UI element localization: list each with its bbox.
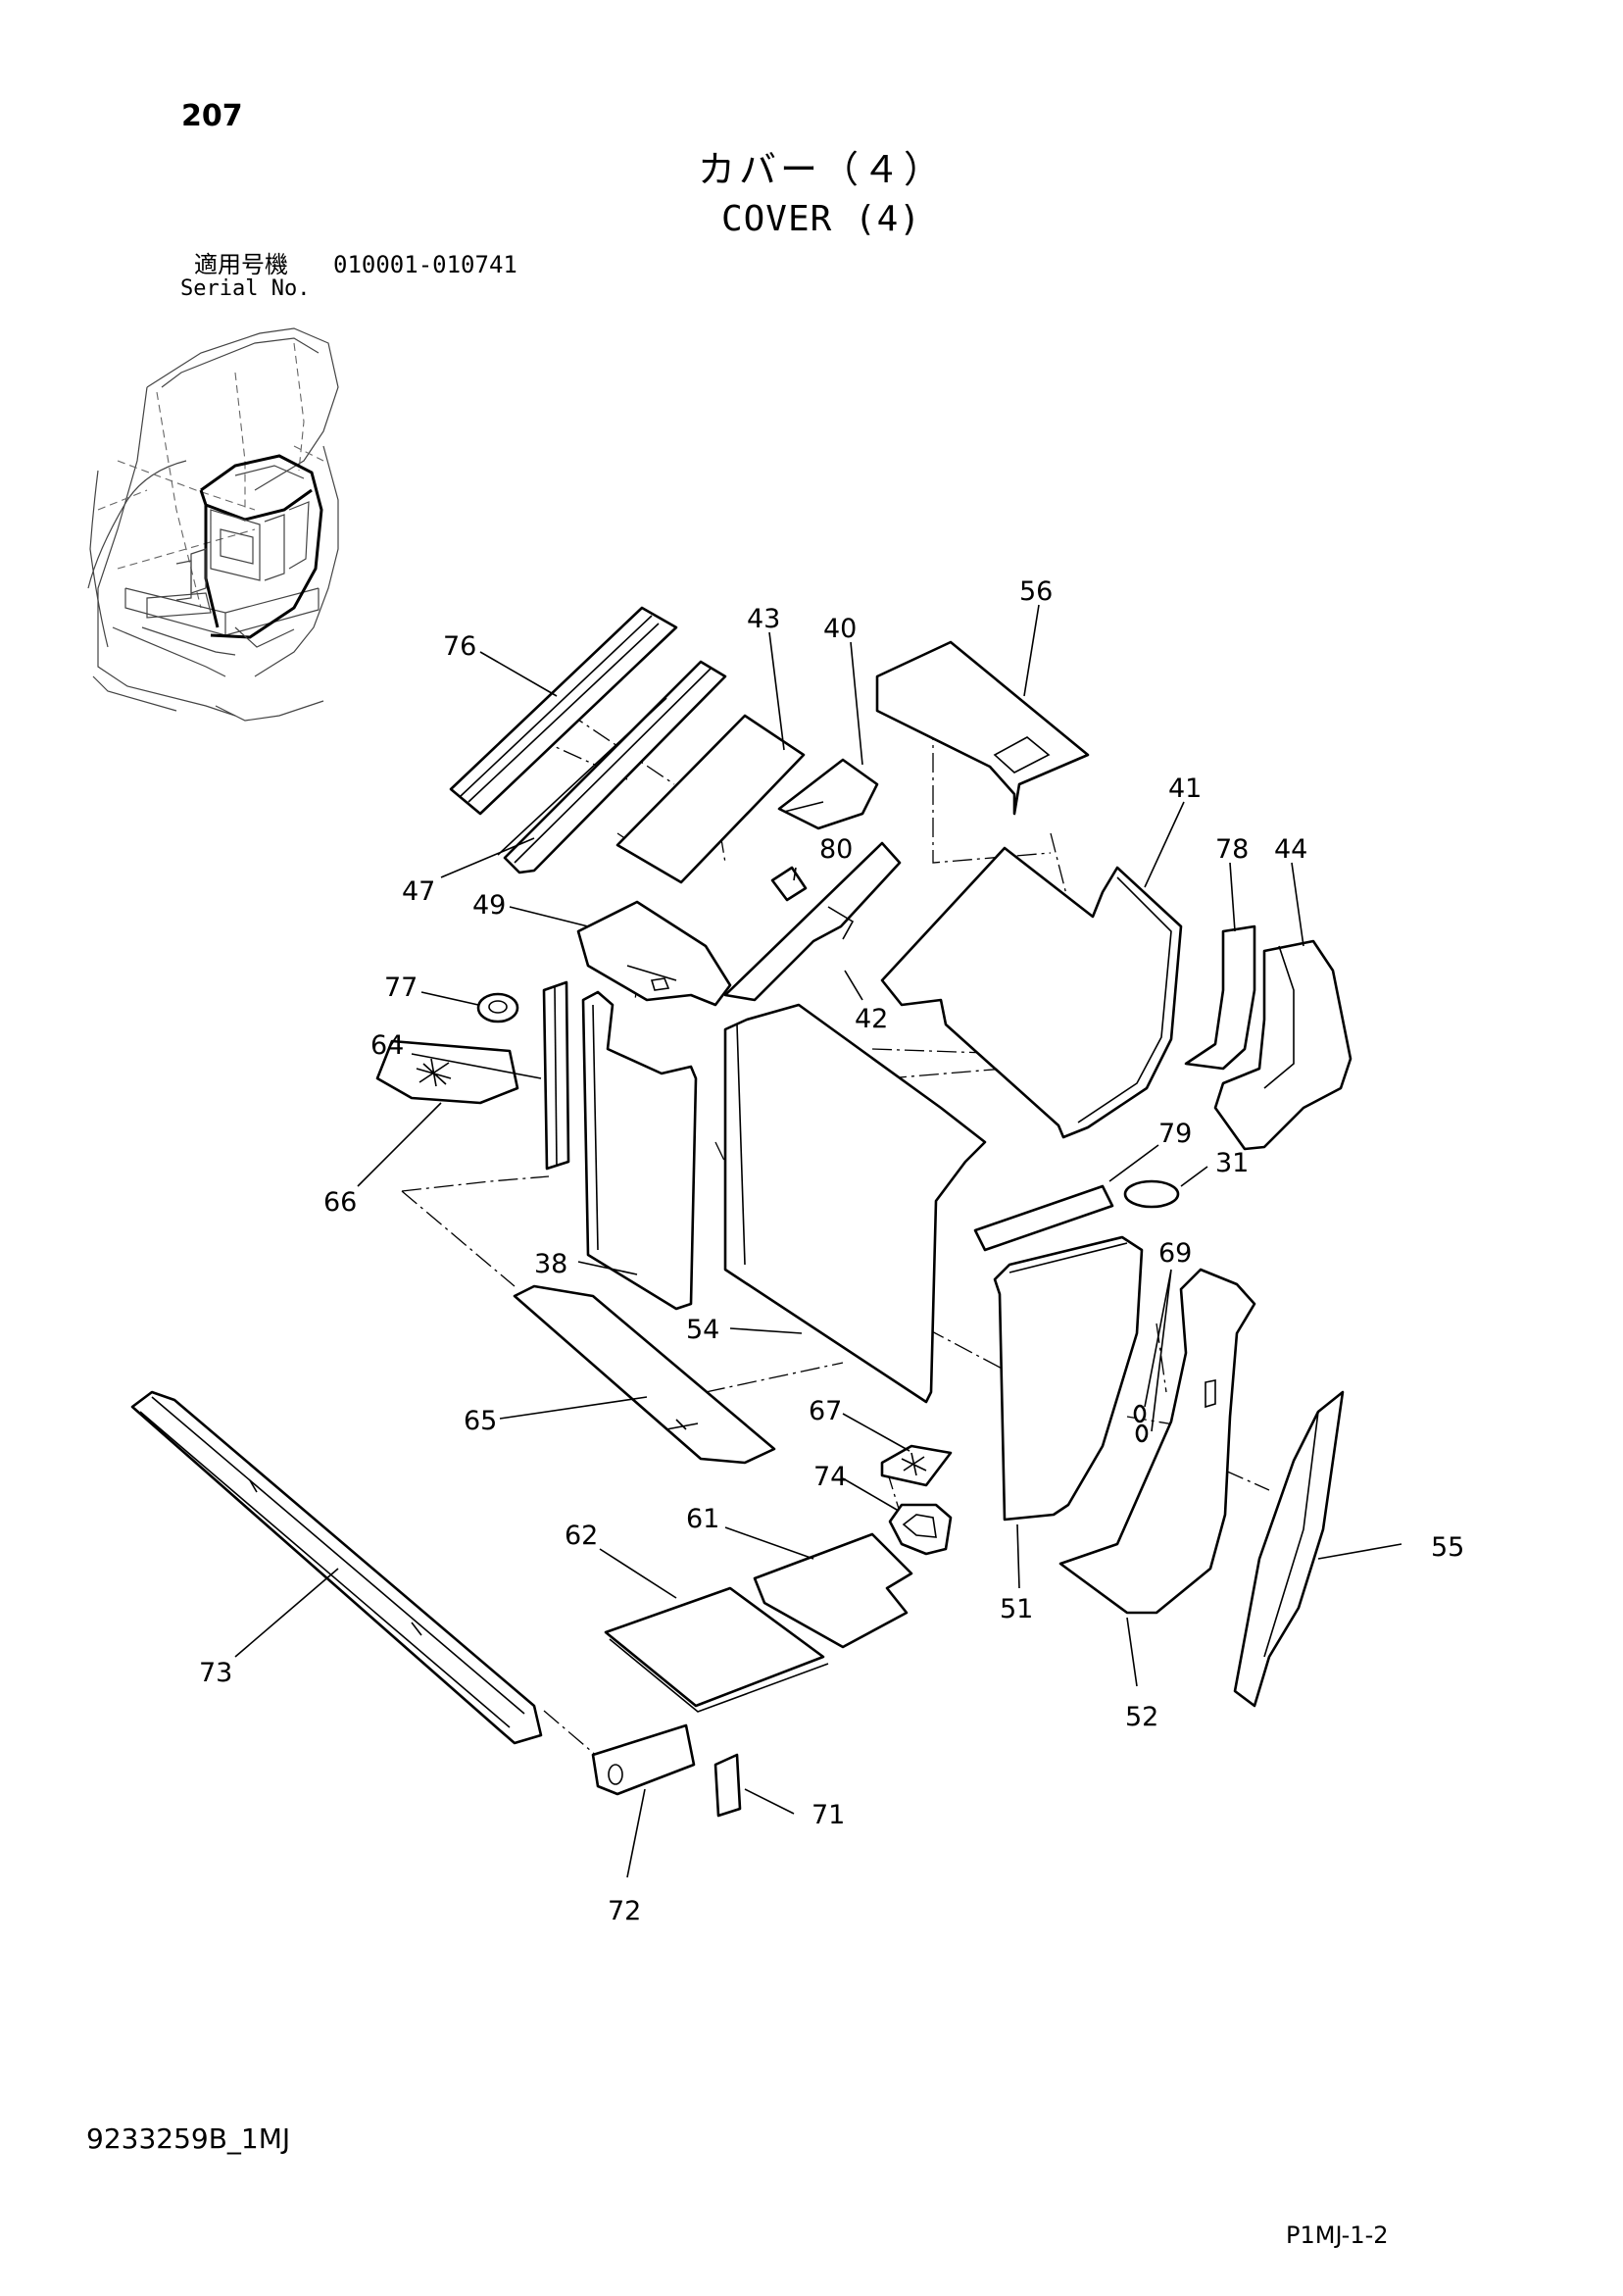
- callout-71: 71: [812, 1800, 845, 1830]
- callout-43: 43: [747, 604, 780, 634]
- part-42: [723, 841, 902, 1002]
- callout-66: 66: [323, 1187, 357, 1218]
- locator-thumbnail: [87, 327, 339, 722]
- part-74: [888, 1503, 953, 1556]
- callout-77: 77: [384, 973, 418, 1003]
- part-49: [576, 900, 732, 1007]
- callout-labels: 76 43 40 56 41 78 44 47 49 80 42 77 64 6…: [199, 576, 1464, 1926]
- part-51: [993, 1235, 1144, 1522]
- callout-69: 69: [1158, 1238, 1192, 1269]
- part-47: [497, 660, 727, 874]
- part-79: [973, 1184, 1114, 1252]
- document-code: 9233259B_1MJ: [86, 2122, 291, 2155]
- part-64: [542, 980, 570, 1171]
- callout-38: 38: [534, 1249, 567, 1279]
- part-77: [476, 992, 519, 1023]
- callout-44: 44: [1274, 834, 1307, 865]
- callout-65: 65: [464, 1406, 497, 1436]
- part-66: [375, 1039, 519, 1105]
- part-43: [615, 714, 806, 884]
- part-31: [1123, 1179, 1180, 1209]
- sheet-code: P1MJ-1-2: [1286, 2221, 1389, 2249]
- title-japanese: カバー（４）: [697, 148, 945, 191]
- part-61: [753, 1532, 913, 1649]
- callout-76: 76: [443, 631, 476, 662]
- part-56: [875, 640, 1090, 816]
- callout-49: 49: [472, 890, 506, 921]
- title-english: COVER (4): [720, 199, 922, 239]
- callout-40: 40: [823, 614, 857, 644]
- part-55: [1233, 1390, 1345, 1708]
- part-62: [604, 1586, 829, 1713]
- part-72: [591, 1723, 696, 1796]
- callout-42: 42: [855, 1004, 888, 1034]
- callout-73: 73: [199, 1658, 232, 1688]
- callout-72: 72: [608, 1896, 641, 1926]
- part-78: [1184, 924, 1256, 1071]
- callout-64: 64: [370, 1030, 404, 1061]
- callout-67: 67: [809, 1396, 842, 1426]
- callout-61: 61: [686, 1504, 719, 1534]
- callout-55: 55: [1431, 1532, 1464, 1563]
- part-52: [1058, 1268, 1256, 1615]
- part-80: [770, 866, 808, 902]
- callout-51: 51: [1000, 1594, 1033, 1624]
- callout-74: 74: [813, 1462, 847, 1492]
- callout-78: 78: [1215, 834, 1249, 865]
- part-54: [723, 1003, 987, 1404]
- part-73: [130, 1390, 543, 1745]
- callout-47: 47: [402, 876, 435, 907]
- callout-52: 52: [1125, 1702, 1158, 1732]
- part-41: [880, 846, 1183, 1139]
- callout-62: 62: [565, 1521, 598, 1551]
- callout-56: 56: [1019, 576, 1053, 607]
- serial-label-japanese: 適用号機: [194, 251, 288, 278]
- serial-number-range: 010001-010741: [333, 251, 517, 278]
- part-40: [777, 758, 879, 830]
- part-38: [581, 990, 698, 1311]
- callout-79: 79: [1158, 1119, 1192, 1149]
- part-65: [513, 1284, 776, 1465]
- callout-41: 41: [1168, 774, 1202, 804]
- page-number: 207: [181, 99, 243, 133]
- part-44: [1213, 939, 1352, 1151]
- callout-54: 54: [686, 1315, 719, 1345]
- callout-31: 31: [1215, 1148, 1249, 1178]
- part-71: [713, 1753, 742, 1818]
- leader-lines: [234, 604, 1402, 1878]
- part-67: [880, 1444, 953, 1487]
- callout-80: 80: [819, 834, 853, 865]
- serial-label-english: Serial No.: [180, 276, 311, 301]
- part-76: [449, 606, 678, 816]
